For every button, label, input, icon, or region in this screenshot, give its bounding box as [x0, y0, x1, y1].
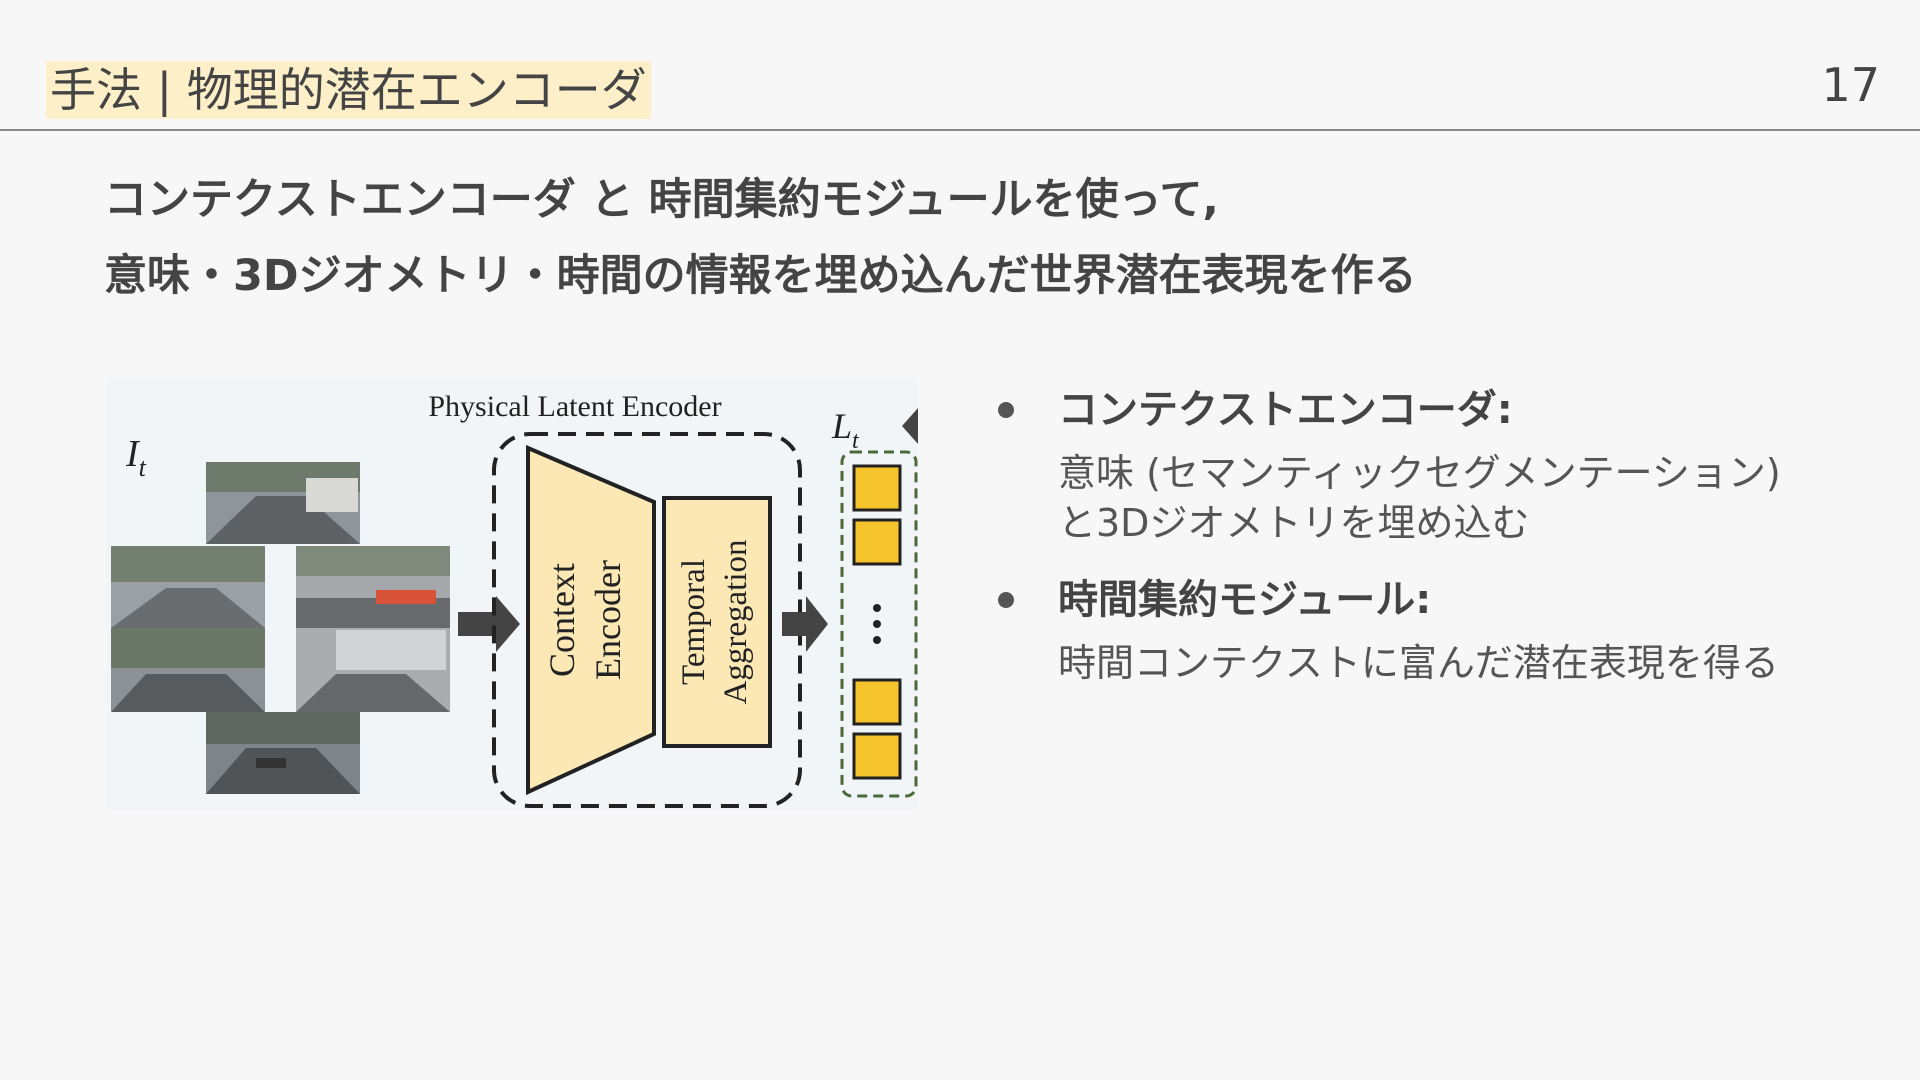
- bullet-heading: コンテクストエンコーダ:: [1058, 387, 1513, 433]
- bullet-description: 時間コンテクストに富んだ潜在表現を得る: [1058, 638, 1874, 688]
- bullet-item-context-encoder: コンテクストエンコーダ: 意味 (セマンティックセグメンテーション) と3Dジオ…: [994, 380, 1874, 548]
- latent-ellipsis-dot: [873, 604, 881, 612]
- latent-token: [852, 518, 902, 566]
- encoder-title: Physical Latent Encoder: [428, 390, 721, 423]
- bullet-heading: 時間集約モジュール:: [1058, 577, 1432, 623]
- context-encoder-label-1: Context: [542, 563, 582, 677]
- latent-ellipsis-dot: [873, 636, 881, 644]
- latent-ellipsis-dot: [873, 620, 881, 628]
- camera-images: [111, 462, 450, 794]
- latent-token-container: [840, 450, 918, 798]
- input-label: It: [125, 433, 147, 482]
- headline-line-1: コンテクストエンコーダ と 時間集約モジュールを使って,: [104, 175, 1219, 225]
- slide-headline: コンテクストエンコーダ と 時間集約モジュールを使って, 意味・3Dジオメトリ・…: [104, 162, 1804, 314]
- bullet-list: コンテクストエンコーダ: 意味 (セマンティックセグメンテーション) と3Dジオ…: [994, 380, 1874, 710]
- camera-image-back: [206, 712, 360, 794]
- latent-pointer-icon: [902, 408, 918, 444]
- camera-image-front: [206, 462, 360, 544]
- camera-image-back-left: [111, 628, 265, 712]
- latent-label: Lt: [831, 406, 860, 454]
- output-arrow: [782, 596, 828, 652]
- latent-token: [852, 678, 902, 726]
- camera-image-front-right: [296, 546, 450, 628]
- temporal-aggregation-label-1: Temporal: [676, 559, 712, 685]
- encoder-container: [492, 432, 802, 808]
- section-title: 手法 | 物理的潜在エンコーダ: [46, 61, 651, 119]
- latent-token: [852, 732, 902, 780]
- bullet-description: 意味 (セマンティックセグメンテーション) と3Dジオメトリを埋め込む: [1058, 448, 1874, 548]
- temporal-aggregation-label-2: Aggregation: [718, 540, 754, 705]
- page-number: 17: [1821, 58, 1880, 112]
- bullet-description-line: 時間コンテクストに富んだ潜在表現を得る: [1058, 641, 1779, 685]
- context-encoder-label-2: Encoder: [588, 560, 628, 680]
- context-encoder-block: [526, 444, 656, 796]
- camera-image-back-right: [296, 628, 450, 712]
- slide-header: 手法 | 物理的潜在エンコーダ 17: [0, 0, 1920, 131]
- bullet-dot-icon: [998, 592, 1014, 608]
- physical-latent-encoder-figure: It: [106, 378, 918, 810]
- input-arrow: [458, 596, 520, 652]
- camera-image-front-left: [111, 546, 265, 628]
- temporal-aggregation-block: [662, 496, 772, 748]
- latent-token: [852, 464, 902, 512]
- bullet-dot-icon: [998, 402, 1014, 418]
- headline-line-2: 意味・3Dジオメトリ・時間の情報を埋め込んだ世界潜在表現を作る: [104, 251, 1417, 301]
- encoder-diagram: It: [111, 390, 918, 808]
- bullet-description-line: 意味 (セマンティックセグメンテーション): [1058, 451, 1781, 495]
- bullet-item-temporal-aggregation: 時間集約モジュール: 時間コンテクストに富んだ潜在表現を得る: [994, 570, 1874, 688]
- bullet-description-line: と3Dジオメトリを埋め込む: [1058, 501, 1530, 545]
